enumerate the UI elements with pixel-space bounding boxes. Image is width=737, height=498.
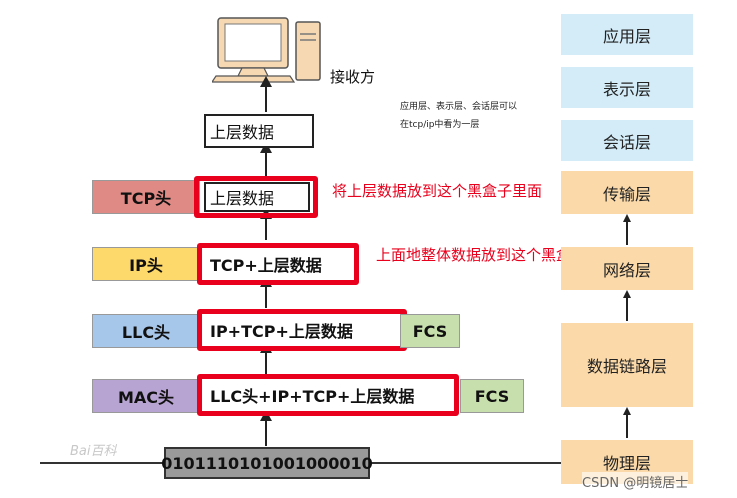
up-arrow-icon <box>260 276 272 308</box>
mac-fcs: FCS <box>460 379 524 413</box>
tcp-blackbox-outline <box>194 176 318 218</box>
mac-data-box: LLC头+IP+TCP+上层数据 <box>197 374 459 416</box>
physical-line-left <box>40 462 164 464</box>
osi-layer-datalink: 数据链路层 <box>561 323 693 407</box>
llc-fcs: FCS <box>400 314 460 348</box>
llc-data-box: IP+TCP+上层数据 <box>197 309 407 351</box>
bitstream-box: 0101110101001000010 <box>161 447 373 479</box>
ip-header: IP头 <box>92 247 200 281</box>
up-arrow-icon <box>260 208 272 240</box>
osi-up-arrow-icon <box>623 407 630 438</box>
note-line-2: 在tcp/ip中看为一层 <box>400 120 480 130</box>
physical-line-right <box>370 462 562 464</box>
up-arrow-icon <box>260 142 272 176</box>
up-arrow-icon <box>260 410 272 446</box>
computer-icon <box>210 14 332 84</box>
ip-data-box: TCP+上层数据 <box>197 243 359 285</box>
llc-header: LLC头 <box>92 314 200 348</box>
osi-layer-transport: 传输层 <box>561 171 693 214</box>
osi-layer-presentation: 表示层 <box>561 67 693 108</box>
note-line-1: 应用层、表示层、会话层可以 <box>400 102 518 112</box>
tcp-data-box: 上层数据 <box>204 182 310 212</box>
up-arrow-icon <box>260 76 272 112</box>
credit-text: CSDN @明镜居士 <box>582 472 689 491</box>
top-data-box: 上层数据 <box>204 114 314 148</box>
osi-layer-network: 网络层 <box>561 247 693 290</box>
tcp-header: TCP头 <box>92 180 200 214</box>
osi-up-arrow-icon <box>623 290 630 321</box>
osi-up-arrow-icon <box>623 214 630 245</box>
mac-header: MAC头 <box>92 379 200 413</box>
receiver-label: 接收方 <box>330 68 376 86</box>
tcp-annotation: 将上层数据放到这个黑盒子里面 <box>332 182 543 200</box>
osi-layer-session: 会话层 <box>561 120 693 161</box>
up-arrow-icon <box>260 342 272 374</box>
ip-annotation: 上面地整体数据放到这个黑盒子里面 <box>376 246 617 264</box>
osi-layer-application: 应用层 <box>561 14 693 55</box>
watermark: Bai百科 <box>70 444 117 459</box>
